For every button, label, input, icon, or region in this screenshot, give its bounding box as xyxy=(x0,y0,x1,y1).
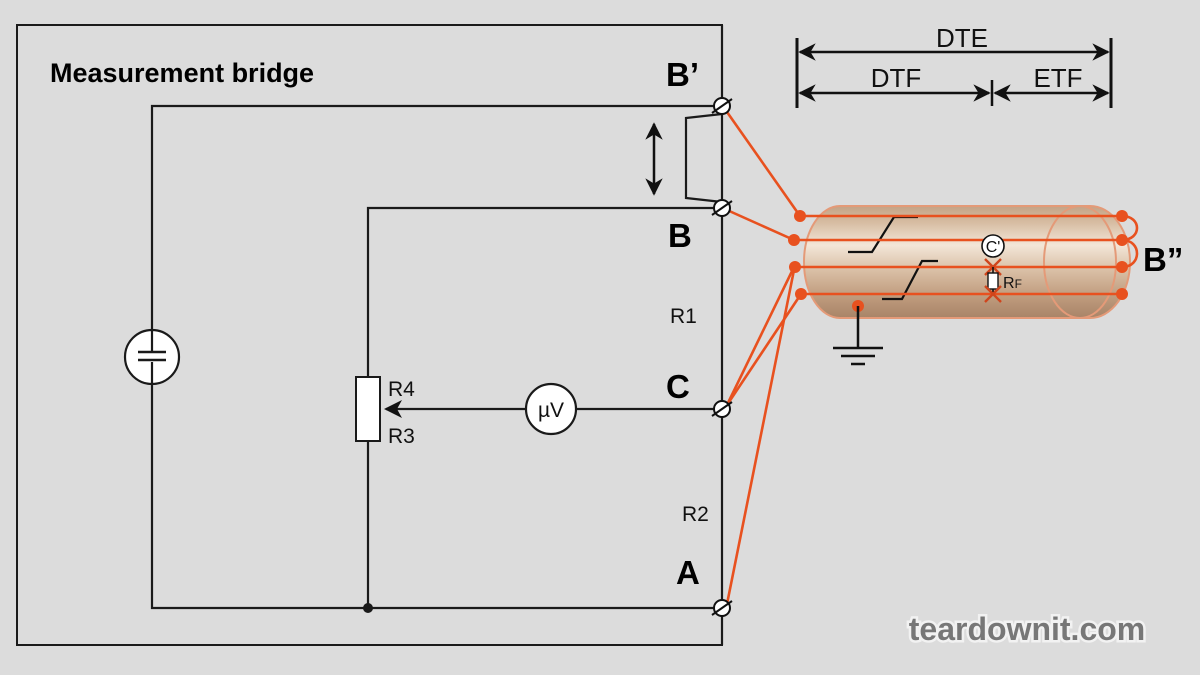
capacitance-label: C' xyxy=(986,239,1001,256)
bridge-title: Measurement bridge xyxy=(50,58,314,88)
node-c: C xyxy=(666,368,690,405)
node-b-double-prime: B” xyxy=(1143,241,1183,278)
lead-wires xyxy=(725,111,1139,605)
dim-dtf: DTF xyxy=(871,63,922,93)
node-b-prime: B’ xyxy=(666,56,699,93)
label-r2: R2 xyxy=(682,503,709,526)
potentiometer xyxy=(355,376,381,442)
junction-dot xyxy=(363,603,373,613)
dimension-lines xyxy=(795,38,1113,108)
terminal-b-prime xyxy=(711,97,733,115)
label-r1: R1 xyxy=(670,305,697,328)
label-r3: R3 xyxy=(388,425,415,448)
node-a: A xyxy=(676,554,700,591)
watermark: teardownit.com xyxy=(909,611,1145,647)
wiper-arrow-icon xyxy=(384,400,402,418)
bridge-enclosure xyxy=(16,24,723,646)
microvoltmeter: µV xyxy=(524,382,578,436)
label-rf: RF xyxy=(1003,275,1022,292)
bridge-wiring xyxy=(150,25,724,645)
dim-dte: DTE xyxy=(936,23,988,53)
terminal-a xyxy=(711,599,733,617)
power-source-icon xyxy=(123,328,181,386)
cable xyxy=(803,205,1131,319)
node-b: B xyxy=(668,217,692,254)
ground-icon xyxy=(833,300,883,366)
fault-elements: C' RF xyxy=(981,234,1022,303)
terminal-b xyxy=(711,199,733,217)
terminal-c xyxy=(711,400,733,418)
meter-label: µV xyxy=(538,399,564,422)
dim-etf: ETF xyxy=(1033,63,1082,93)
label-r4: R4 xyxy=(388,378,415,401)
terminals xyxy=(711,97,733,617)
